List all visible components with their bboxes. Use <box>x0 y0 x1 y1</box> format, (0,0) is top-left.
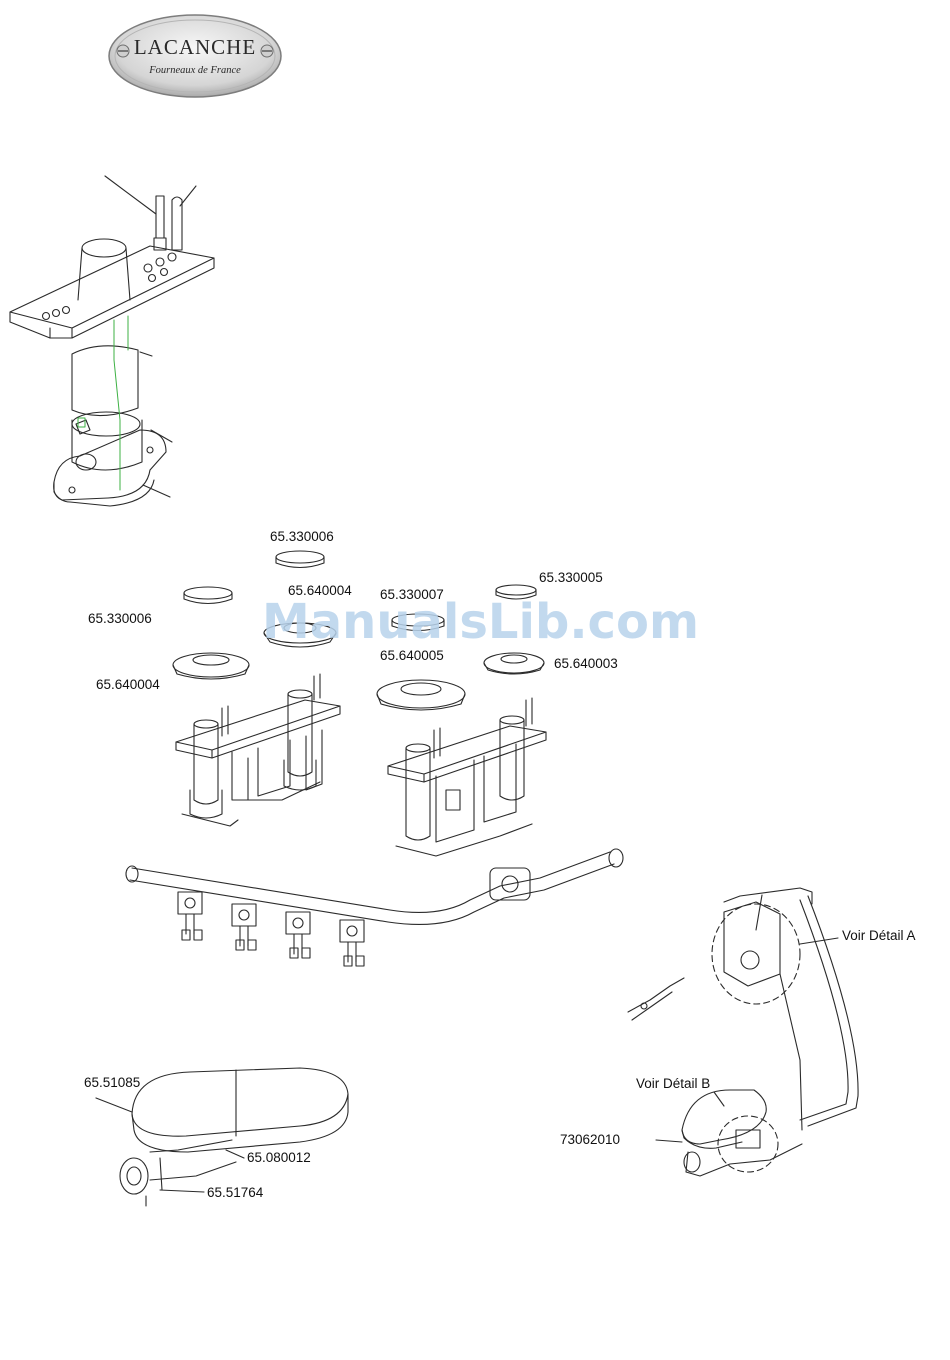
label-cap-right: 65.330005 <box>539 571 603 585</box>
burner-frame-left <box>176 674 340 826</box>
burner-assembly-detail <box>10 176 214 506</box>
label-burner-middle: 65.640005 <box>380 649 444 663</box>
label-oval-injector: 65.51764 <box>207 1186 263 1200</box>
label-oval-burner-top: 65.51085 <box>84 1076 140 1090</box>
label-cap-top-center: 65.330006 <box>270 530 334 544</box>
label-detail-a: Voir Détail A <box>842 929 916 943</box>
label-oval-burner-body: 65.080012 <box>247 1151 311 1165</box>
label-oven-burner: 73062010 <box>560 1133 620 1147</box>
watermark: ManualsLib.com <box>262 598 699 646</box>
logo-tagline: Fourneaux de France <box>107 65 283 76</box>
burner-frame-right <box>388 698 546 856</box>
green-wire-marks <box>78 316 128 490</box>
label-detail-b: Voir Détail B <box>636 1077 710 1091</box>
logo-brand: LACANCHE <box>107 35 283 60</box>
oven-burner-assembly <box>628 888 858 1176</box>
label-cap-left: 65.330006 <box>88 612 152 626</box>
label-burner-left: 65.640004 <box>96 678 160 692</box>
lacanche-logo: LACANCHE Fourneaux de France <box>107 13 283 99</box>
gas-manifold <box>126 849 623 966</box>
label-burner-right: 65.640003 <box>554 657 618 671</box>
